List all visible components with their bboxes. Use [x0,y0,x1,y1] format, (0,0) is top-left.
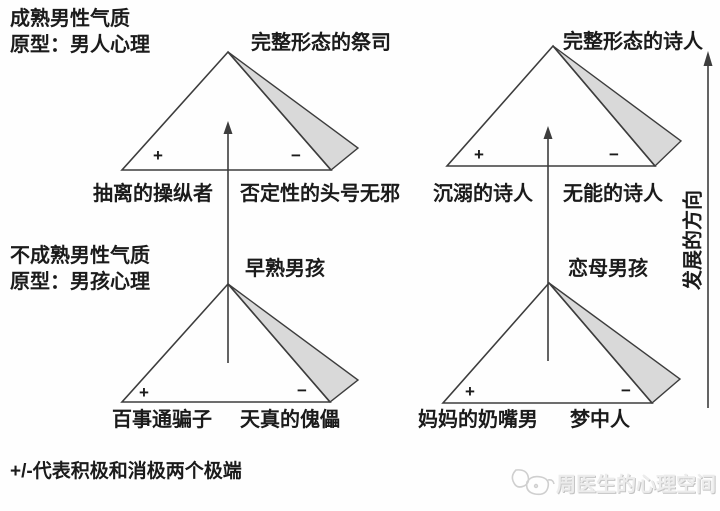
poet-apex-label: 完整形态的诗人 [563,31,703,53]
oedipal-minus-sign: − [621,381,631,400]
watermark-text: 周医生的心理空间 [556,474,716,496]
priest-apex-label: 完整形态的祭司 [251,32,391,54]
oedipal-shadow-left-label: 妈妈的奶嘴男 [418,409,538,431]
immature-header: 不成熟男性气质 原型：男孩心理 [10,243,150,295]
precocious-minus-sign: − [297,381,307,400]
mature-header-line2: 原型：男人心理 [10,34,150,56]
oedipal-pyramid-triangle [441,281,654,404]
poet-pyramid-triangle [445,44,657,167]
precocious-pyramid-shadow-wedge [227,283,360,403]
precocious-shadow-right-label: 天真的傀儡 [240,409,340,431]
footnote: +/-代表积极和消极两个极端 [10,461,242,482]
precocious-apex-label: 早熟男孩 [245,258,325,280]
precocious-plus-sign: + [139,383,149,402]
mature-header-line1: 成熟男性气质 [10,8,130,30]
priest-plus-sign: + [153,146,163,165]
watermark-cat-icon [511,469,555,496]
immature-header-line1: 不成熟男性气质 [10,245,150,267]
oedipal-shadow-right-label: 梦中人 [570,409,630,431]
oedipal-plus-sign: + [465,382,475,401]
mature-header: 成熟男性气质 原型：男人心理 [10,6,150,58]
poet-minus-sign: − [609,145,619,164]
priest-shadow-left-label: 抽离的操纵者 [93,183,213,205]
immature-header-line2: 原型：男孩心理 [10,271,150,293]
development-arrowhead-icon [703,51,713,66]
precocious-shadow-left-label: 百事通骗子 [112,409,212,431]
development-direction-label: 发展的方向 [682,190,705,290]
poet-plus-sign: + [474,145,484,164]
oedipal-pyramid-shadow-wedge [548,282,682,404]
poet-shadow-right-label: 无能的诗人 [563,183,663,205]
priest-minus-sign: − [291,146,301,165]
oedipal-apex-label: 恋母男孩 [568,258,648,280]
precocious-pyramid-triangle [120,282,332,403]
right-growth-arrowhead-icon [543,126,553,139]
priest-pyramid-triangle [120,50,333,171]
left-growth-arrowhead-icon [223,121,233,134]
poet-shadow-left-label: 沉溺的诗人 [433,183,533,205]
priest-shadow-right-label: 否定性的头号无邪 [240,183,400,205]
